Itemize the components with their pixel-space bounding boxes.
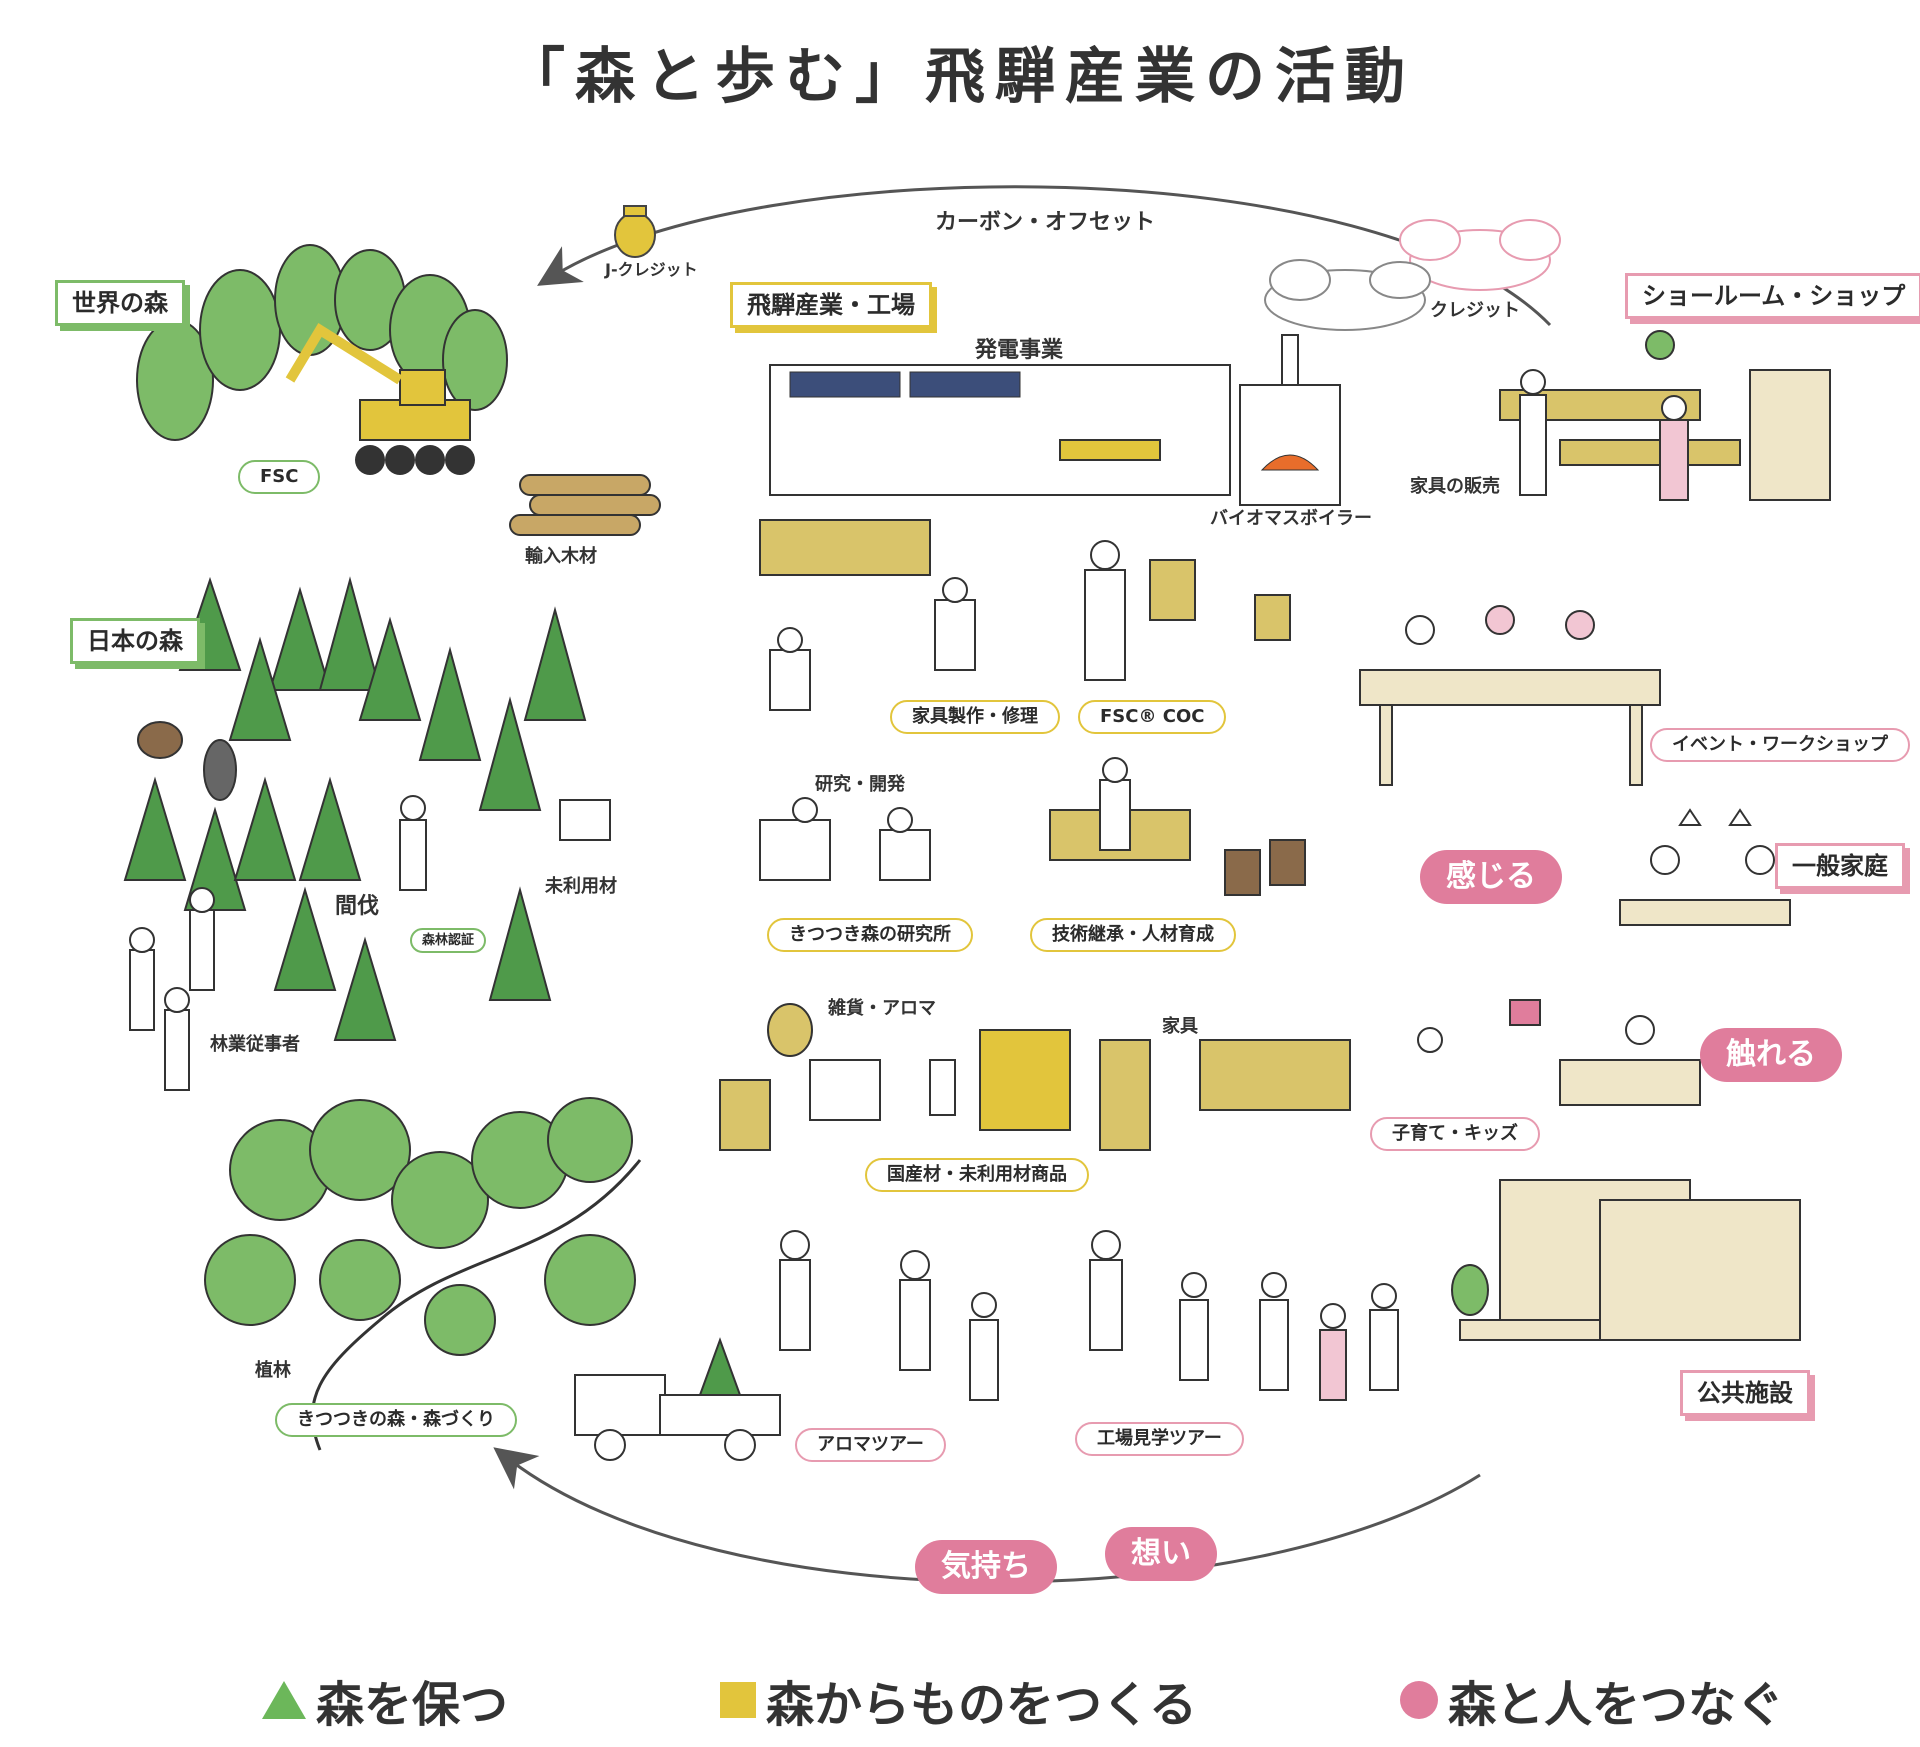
truck-icon (574, 1337, 781, 1461)
section-world-forest: 世界の森 (55, 280, 185, 326)
kids-scene (1417, 999, 1701, 1106)
section-household: 一般家庭 (1775, 843, 1905, 889)
bag-label: J-クレジット (605, 260, 698, 279)
japan-forest-conifers (123, 576, 587, 1041)
bubble-touch: 触れる (1700, 1028, 1842, 1082)
credit-bag-icon (614, 205, 656, 258)
bubble-feel: 感じる (1420, 850, 1562, 904)
legend-connect: 森と人をつなぐ (1400, 1665, 1784, 1735)
legend-connect-label: 森と人をつなぐ (1448, 1677, 1785, 1733)
tag-tech: 技術継承・人材育成 (1030, 918, 1236, 952)
tag-craft: 家具製作・修理 (890, 700, 1060, 734)
bubble-thought: 想い (1105, 1527, 1217, 1581)
log-pile-icon (509, 474, 661, 536)
section-showroom: ショールーム・ショップ (1625, 273, 1920, 319)
forest-path (311, 1159, 642, 1451)
library-scene (1451, 1179, 1801, 1341)
tag-fsc: FSC (238, 460, 321, 494)
factory-building (769, 334, 1341, 506)
legend: 森を保つ 森からものをつくる 森と人をつなぐ (0, 1665, 1920, 1735)
smoke-cloud-icon (1264, 259, 1431, 331)
credit-label: クレジット (1430, 300, 1520, 321)
lumber-crate-icon (759, 519, 931, 576)
legend-make: 森からものをつくる (720, 1665, 1197, 1735)
imported-timber-label: 輸入木材 (525, 546, 597, 567)
tag-kids: 子育て・キッズ (1370, 1117, 1540, 1151)
triangle-icon (262, 1681, 306, 1719)
showroom-scene (1499, 330, 1831, 501)
tag-event: イベント・ワークショップ (1650, 728, 1910, 762)
bubble-feeling: 気持ち (915, 1540, 1057, 1594)
section-japan-forest: 日本の森 (70, 618, 200, 664)
biomass-label: バイオマスボイラー (1210, 508, 1372, 529)
section-public: 公共施設 (1680, 1370, 1810, 1416)
furniture-label: 家具 (1162, 1016, 1198, 1037)
tag-products: 国産材・未利用材商品 (865, 1158, 1089, 1192)
square-icon (720, 1682, 756, 1718)
forester-figures (129, 795, 611, 1091)
forester-label: 林業従事者 (210, 1034, 300, 1055)
unused-wood-label: 未利用材 (545, 876, 617, 897)
workshop-scene (1359, 605, 1661, 786)
legend-keep-label: 森を保つ (316, 1677, 509, 1733)
household-scene (1619, 808, 1791, 926)
thinning-label: 間伐 (335, 894, 380, 919)
planting-label: 植林 (255, 1360, 291, 1381)
power-gen-label: 発電事業 (975, 338, 1064, 363)
page-title: 「森と歩む」飛騨産業の活動 (505, 42, 1415, 112)
bear-icon (137, 721, 237, 801)
section-factory: 飛騨産業・工場 (730, 282, 932, 328)
research-label: 研究・開発 (815, 774, 905, 795)
legend-keep: 森を保つ (262, 1665, 508, 1735)
furniture-sales-label: 家具の販売 (1410, 476, 1500, 497)
tag-fsc-coc: FSC® COC (1078, 700, 1227, 734)
wood-goods-label: 雑貨・アロマ (828, 998, 936, 1019)
co2-cloud-icon (1399, 219, 1561, 291)
tag-factory-tour: 工場見学ツアー (1075, 1422, 1244, 1456)
tour-people (779, 1230, 1399, 1401)
carbon-offset-label: カーボン・オフセット (935, 210, 1156, 235)
tag-aroma-tour: アロマツアー (795, 1428, 946, 1462)
workers-chairs (759, 540, 1306, 896)
tag-lab: きつつき森の研究所 (767, 918, 973, 952)
products-icons (719, 1003, 1351, 1151)
circle-icon (1400, 1681, 1438, 1719)
tag-small: 森林認証 (410, 928, 487, 953)
legend-make-label: 森からものをつくる (766, 1677, 1198, 1733)
world-forest-trees (136, 244, 508, 441)
tag-forest-school: きつつきの森・森づくり (275, 1403, 517, 1437)
broadleaf-trees (204, 1097, 636, 1356)
excavator-icon (285, 323, 475, 475)
